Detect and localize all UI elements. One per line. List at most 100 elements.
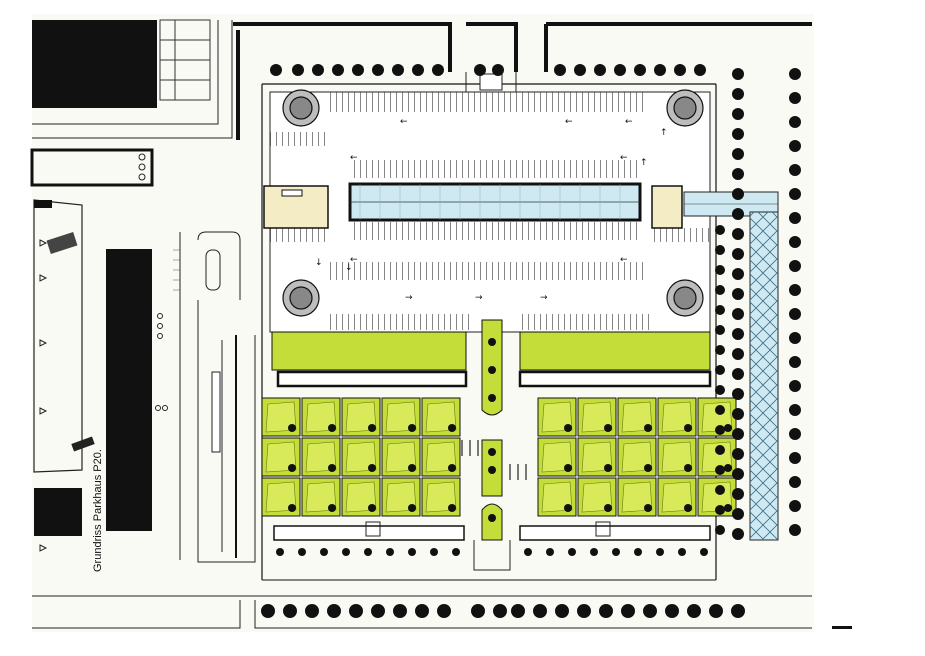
tree: [789, 308, 801, 320]
tree: [789, 500, 801, 512]
tree: [731, 604, 745, 618]
tree: [577, 604, 591, 618]
tree: [594, 64, 606, 76]
tree: [372, 64, 384, 76]
tree: [715, 325, 725, 335]
green-band-left: [271, 331, 468, 388]
tree: [621, 604, 635, 618]
central-median: [461, 319, 527, 541]
tree: [546, 548, 554, 556]
tree: [634, 64, 646, 76]
tree: [430, 548, 438, 556]
tree: [789, 332, 801, 344]
tree: [493, 604, 507, 618]
tree: [732, 468, 744, 480]
tree: [393, 604, 407, 618]
tree: [732, 308, 744, 320]
tree: [732, 228, 744, 240]
tree: [732, 68, 744, 80]
tree: [694, 64, 706, 76]
tree: [327, 604, 341, 618]
tree: [789, 452, 801, 464]
tree: [789, 428, 801, 440]
tree: [305, 604, 319, 618]
tree: [732, 168, 744, 180]
tree: [789, 284, 801, 296]
tree: [452, 548, 460, 556]
tree: [789, 140, 801, 152]
tree: [715, 405, 725, 415]
tree: [554, 64, 566, 76]
left-neighbour-buildings: [30, 19, 211, 552]
tree: [574, 64, 586, 76]
tree: [634, 548, 642, 556]
svg-text:→: →: [405, 293, 413, 303]
tree: [511, 604, 525, 618]
tree: [715, 485, 725, 495]
spiral-ramps: [282, 89, 704, 317]
tree: [732, 208, 744, 220]
tree: [312, 64, 324, 76]
tree: [656, 548, 664, 556]
tree: [555, 604, 569, 618]
tree: [709, 604, 723, 618]
tree: [408, 548, 416, 556]
traffic-arrows: ←←← ←← ←← →→→ ↓↓ ↑↑: [315, 117, 668, 303]
tree: [292, 64, 304, 76]
tree: [732, 348, 744, 360]
tree: [674, 64, 686, 76]
tree: [789, 356, 801, 368]
tree: [437, 604, 451, 618]
tree: [732, 448, 744, 460]
glass-walkway: [749, 211, 779, 541]
svg-text:←: ←: [620, 153, 628, 163]
svg-text:↓: ↓: [345, 263, 353, 273]
tree: [732, 528, 744, 540]
tree: [715, 425, 725, 435]
tree: [270, 64, 282, 76]
tree: [715, 265, 725, 275]
tree: [276, 548, 284, 556]
tree: [732, 88, 744, 100]
tree: [392, 64, 404, 76]
tree: [789, 212, 801, 224]
svg-text:←: ←: [350, 255, 358, 265]
tree: [789, 380, 801, 392]
tree: [789, 116, 801, 128]
tree: [261, 604, 275, 618]
tree: [732, 408, 744, 420]
tree: [342, 548, 350, 556]
tree: [590, 548, 598, 556]
svg-text:←: ←: [565, 117, 573, 127]
tree: [599, 604, 613, 618]
tree: [789, 188, 801, 200]
tree: [715, 505, 725, 515]
tree: [789, 164, 801, 176]
tree: [349, 604, 363, 618]
tree: [732, 188, 744, 200]
tree: [386, 548, 394, 556]
svg-text:←: ←: [350, 153, 358, 163]
tree: [715, 305, 725, 315]
tree: [715, 525, 725, 535]
tree: [654, 64, 666, 76]
tree: [492, 64, 504, 76]
tree: [715, 225, 725, 235]
stair-cores: [263, 185, 683, 229]
tree: [471, 604, 485, 618]
black-building-bottom-left: [34, 488, 82, 536]
tree: [732, 248, 744, 260]
tree: [789, 524, 801, 536]
tree: [789, 476, 801, 488]
tree: [665, 604, 679, 618]
tree: [298, 548, 306, 556]
tree: [789, 68, 801, 80]
svg-text:←: ←: [620, 255, 628, 265]
tree: [524, 548, 532, 556]
tree: [732, 268, 744, 280]
green-band-right: [518, 331, 712, 388]
tree: [371, 604, 385, 618]
tree: [732, 108, 744, 120]
tree: [364, 548, 372, 556]
tree: [568, 548, 576, 556]
